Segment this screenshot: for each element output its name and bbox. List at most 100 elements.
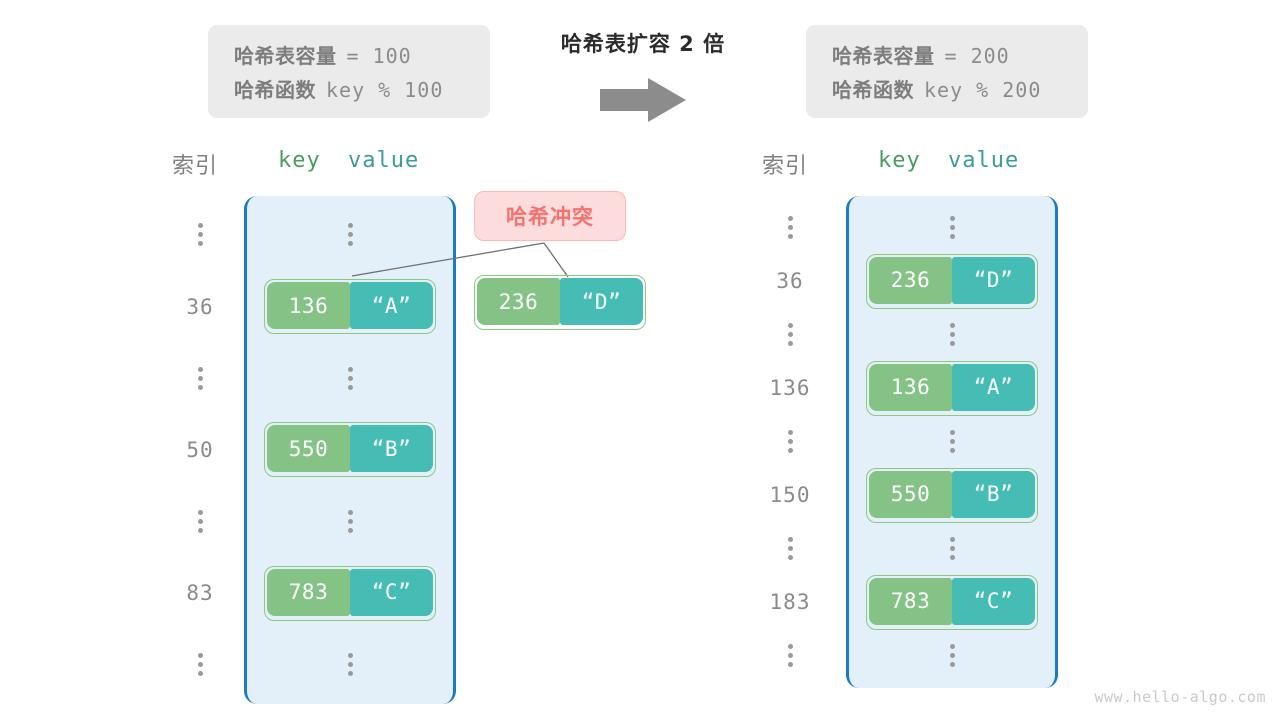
value-cell: “D” <box>952 256 1035 304</box>
bucket-ellipsis-row <box>849 308 1055 362</box>
transition-title: 哈希表扩容 2 倍 <box>560 32 726 56</box>
value-cell: “A” <box>952 363 1035 411</box>
right-function-line: 哈希函数 key % 200 <box>832 73 1062 107</box>
left-capacity-label: 哈希表容量 <box>234 44 337 68</box>
index-ellipsis <box>762 629 818 683</box>
bucket-ellipsis-row <box>849 522 1055 576</box>
key-cell: 783 <box>267 568 350 616</box>
key-value-pair[interactable]: 550“B” <box>264 422 436 478</box>
bucket-row: 783“C” <box>849 574 1055 630</box>
value-cell: “C” <box>952 577 1035 625</box>
vertical-ellipsis-icon <box>347 366 353 390</box>
bucket-ellipsis-row <box>247 629 453 701</box>
index-label: 50 <box>186 437 214 462</box>
bucket-row: 136“A” <box>849 360 1055 416</box>
vertical-ellipsis-icon <box>949 537 955 561</box>
value-cell: “A” <box>350 282 433 330</box>
key-value-pair[interactable]: 783“C” <box>866 574 1038 630</box>
index-ellipsis <box>172 342 228 414</box>
right-capacity-label: 哈希表容量 <box>832 44 935 68</box>
watermark: www.hello-algo.com <box>1094 688 1266 706</box>
key-value-pair[interactable]: 136“A” <box>264 279 436 335</box>
key-cell: 136 <box>869 363 952 411</box>
vertical-ellipsis-icon <box>949 644 955 668</box>
left-index-column: 36 50 83 <box>172 199 228 701</box>
bucket-ellipsis-row <box>849 201 1055 255</box>
right-bucket-column: 236“D” 136“A” 550“B” 783“C” <box>846 196 1058 688</box>
right-capacity-value: = 200 <box>944 44 1010 68</box>
key-cell: 550 <box>869 470 952 518</box>
bucket-ellipsis-row <box>247 486 453 558</box>
vertical-ellipsis-icon <box>787 323 793 347</box>
bucket-ellipsis-row <box>247 342 453 414</box>
vertical-ellipsis-icon <box>347 653 353 677</box>
vertical-ellipsis-icon <box>197 653 203 677</box>
left-function-label: 哈希函数 <box>234 78 316 102</box>
key-value-pair[interactable]: 136“A” <box>866 360 1038 416</box>
key-cell: 136 <box>267 282 350 330</box>
key-cell: 550 <box>267 425 350 473</box>
right-capacity-line: 哈希表容量 = 200 <box>832 39 1062 73</box>
bucket-row: 236“D” <box>849 253 1055 309</box>
pair-236-key: 236 <box>477 278 560 325</box>
detached-key-value-pair: 236 “D” <box>474 275 646 330</box>
vertical-ellipsis-icon <box>787 216 793 240</box>
vertical-ellipsis-icon <box>949 430 955 454</box>
left-header-key: key <box>278 148 321 173</box>
index-ellipsis <box>172 486 228 558</box>
vertical-ellipsis-icon <box>197 223 203 247</box>
value-cell: “B” <box>952 470 1035 518</box>
bucket-row: 783“C” <box>247 557 453 629</box>
vertical-ellipsis-icon <box>787 430 793 454</box>
bucket-ellipsis-row <box>247 199 453 271</box>
hash-collision-badge: 哈希冲突 <box>474 191 626 241</box>
right-header-key: key <box>878 148 921 173</box>
right-header-value: value <box>948 148 1020 173</box>
index-label: 36 <box>776 269 804 294</box>
vertical-ellipsis-icon <box>949 323 955 347</box>
index-label: 83 <box>186 581 214 606</box>
vertical-ellipsis-icon <box>949 216 955 240</box>
pair-236: 236 “D” <box>474 275 646 330</box>
bucket-row: 136“A” <box>247 271 453 343</box>
vertical-ellipsis-icon <box>787 644 793 668</box>
key-value-pair[interactable]: 236“D” <box>866 253 1038 309</box>
left-capacity-line: 哈希表容量 = 100 <box>234 39 464 73</box>
bucket-ellipsis-row <box>849 629 1055 683</box>
right-function-value: key % 200 <box>924 78 1042 102</box>
vertical-ellipsis-icon <box>347 223 353 247</box>
bucket-ellipsis-row <box>849 415 1055 469</box>
vertical-ellipsis-icon <box>197 366 203 390</box>
key-value-pair[interactable]: 550“B” <box>866 467 1038 523</box>
right-index-column: 36 136 150 183 <box>762 201 818 683</box>
index-label: 36 <box>186 294 214 319</box>
key-cell: 236 <box>869 256 952 304</box>
vertical-ellipsis-icon <box>347 510 353 534</box>
left-header-index: 索引 <box>172 154 219 179</box>
index-ellipsis <box>172 199 228 271</box>
right-hash-table-info: 哈希表容量 = 200 哈希函数 key % 200 <box>806 25 1088 118</box>
left-bucket-column: 136“A” 550“B” 783“C” <box>244 196 456 704</box>
index-label: 136 <box>769 376 811 401</box>
vertical-ellipsis-icon <box>787 537 793 561</box>
index-ellipsis <box>762 308 818 362</box>
index-ellipsis <box>172 629 228 701</box>
right-header-index: 索引 <box>762 154 809 179</box>
index-label: 183 <box>769 590 811 615</box>
value-cell: “C” <box>350 568 433 616</box>
left-function-value: key % 100 <box>326 78 444 102</box>
bucket-row: 550“B” <box>247 414 453 486</box>
index-ellipsis <box>762 415 818 469</box>
right-function-label: 哈希函数 <box>832 78 914 102</box>
key-cell: 783 <box>869 577 952 625</box>
index-label: 150 <box>769 483 811 508</box>
index-ellipsis <box>762 201 818 255</box>
key-value-pair[interactable]: 783“C” <box>264 565 436 621</box>
value-cell: “B” <box>350 425 433 473</box>
bucket-row: 550“B” <box>849 467 1055 523</box>
vertical-ellipsis-icon <box>197 510 203 534</box>
left-function-line: 哈希函数 key % 100 <box>234 73 464 107</box>
left-hash-table-info: 哈希表容量 = 100 哈希函数 key % 100 <box>208 25 490 118</box>
left-capacity-value: = 100 <box>346 44 412 68</box>
right-arrow-icon <box>600 78 686 122</box>
